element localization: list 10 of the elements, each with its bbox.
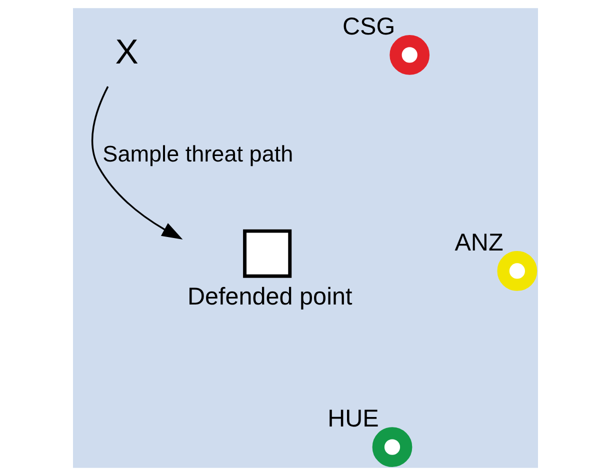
node-text: X bbox=[114, 34, 138, 72]
node-label: HUE bbox=[327, 406, 378, 433]
node-label: CSG bbox=[342, 13, 395, 40]
node-label: ANZ bbox=[454, 229, 503, 256]
arrow bbox=[90, 86, 182, 240]
node-circle bbox=[496, 251, 537, 291]
node-circle bbox=[372, 427, 412, 468]
edge-label: Sample threat path bbox=[102, 141, 293, 166]
node-circle bbox=[389, 35, 430, 75]
node-label: Defended point bbox=[187, 283, 352, 310]
